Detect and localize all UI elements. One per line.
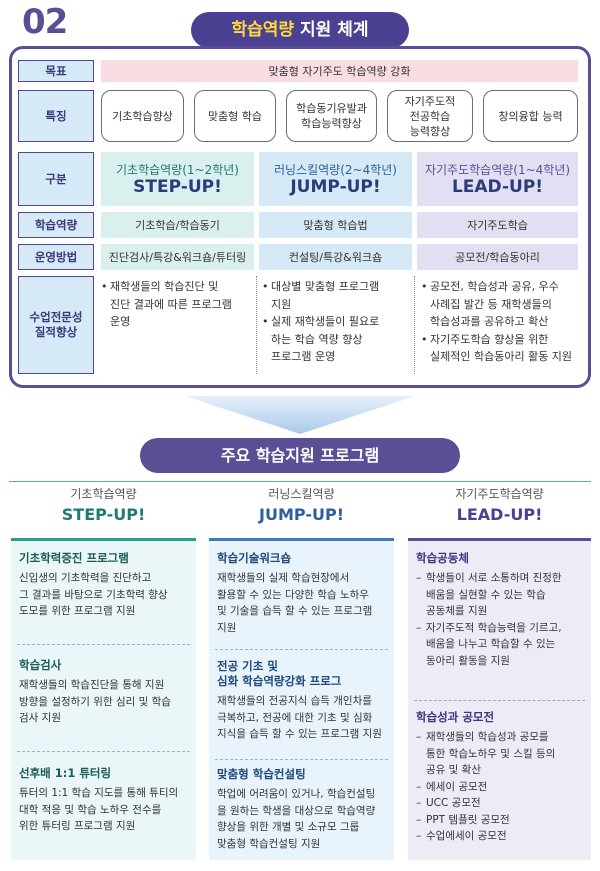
feature-item: 자기주도적 전공학습 능력향상 — [387, 90, 473, 142]
program-desc: 재학생들의 학습진단을 통해 지원 방향을 설정하기 위한 심리 및 학습 검사… — [19, 679, 171, 724]
program-item: 수업에세이 공모전 — [416, 828, 583, 845]
quality-item: 대상별 맞춤형 프로그램 지원 — [262, 278, 412, 313]
program-head-sub: 러닝스킬역량 — [268, 487, 335, 501]
competency-label: 학습역량 — [18, 212, 94, 238]
program-title: 학습검사 — [19, 658, 62, 672]
program-title: 전공 기초 및 심화 학습역량강화 프로그 — [217, 659, 342, 688]
program-head-sub: 자기주도학습역량 — [455, 487, 544, 501]
program-column-jump-up: 학습기술워크숍 재학생들의 실제 학습현장에서 활용할 수 있는 다양한 학습 … — [209, 538, 394, 860]
feature-item: 창의융합 능력 — [483, 90, 578, 142]
program-head-lead-up: 자기주도학습역량 LEAD-UP! — [408, 485, 591, 524]
program-column-lead-up: 학습공동체 학생들이 서로 소통하며 진정한 배움을 실현할 수 있는 학습 공… — [408, 538, 591, 860]
divider — [17, 644, 190, 645]
program-section: 맞춤형 학습컨설팅 학업에 어려움이 있거나, 학습컨설팅 을 원하는 학생을 … — [217, 767, 386, 852]
program-desc: 튜터의 1:1 학습 지도를 통해 튜티의 대학 적응 및 학습 노하우 전수를… — [19, 787, 179, 832]
program-head-main: JUMP-UP! — [259, 505, 344, 524]
down-arrow-icon — [185, 396, 415, 434]
title-highlight: 학습역량 — [231, 20, 295, 40]
quality-item: 공모전, 학습성과 공유, 우수 사례집 발간 등 재학생들의 학습성과를 공유… — [421, 278, 581, 331]
category-label: 구분 — [18, 152, 94, 206]
category-sub: 자기주도학습역량(1~4학년) — [424, 163, 571, 177]
quality-item: 실제 재학생들이 필요로 하는 학습 역량 향상 프로그램 운영 — [262, 313, 412, 366]
quality-label: 수업전문성 질적향상 — [18, 276, 94, 374]
method-label: 운영방법 — [18, 244, 94, 270]
quality-item: 자기주도학습 향상을 위한 실제적인 학습동아리 활동 지원 — [421, 331, 581, 366]
category-sub: 기초학습역량(1~2학년) — [115, 163, 239, 177]
divider — [414, 700, 585, 701]
section-number: 02 — [22, 2, 68, 42]
method-item: 공모전/학습동아리 — [417, 244, 578, 270]
feature-label: 특징 — [18, 90, 94, 142]
quality-list-2: 대상별 맞춤형 프로그램 지원 실제 재학생들이 필요로 하는 학습 역량 향상… — [262, 278, 412, 366]
program-title: 학습공동체 — [416, 551, 469, 565]
program-section: 선후배 1:1 튜터링 튜터의 1:1 학습 지도를 통해 튜티의 대학 적응 … — [19, 766, 188, 835]
divider — [256, 276, 257, 374]
program-section: 학습성과 공모전 재학생들의 학습성과 공모를 통한 학습노하우 및 스킬 등의… — [416, 710, 583, 845]
category-step-up: 기초학습역량(1~2학년) STEP-UP! — [101, 152, 254, 206]
category-sub: 러닝스킬역량(2~4학년) — [273, 163, 397, 177]
category-main: STEP-UP! — [133, 177, 222, 197]
method-item: 컨설팅/특강&워크숍 — [259, 244, 412, 270]
divider — [215, 759, 388, 760]
quality-list-3: 공모전, 학습성과 공유, 우수 사례집 발간 등 재학생들의 학습성과를 공유… — [421, 278, 581, 366]
program-head-jump-up: 러닝스킬역량 JUMP-UP! — [209, 485, 394, 524]
program-title: 선후배 1:1 튜터링 — [19, 766, 112, 780]
program-head-main: STEP-UP! — [61, 505, 146, 524]
category-jump-up: 러닝스킬역량(2~4학년) JUMP-UP! — [259, 152, 412, 206]
program-item: 재학생들의 학습성과 공모를 통한 학습노하우 및 스킬 등의 공유 및 확산 — [416, 729, 583, 779]
category-main: JUMP-UP! — [290, 177, 381, 197]
program-item: PPT 템플릿 공모전 — [416, 812, 583, 829]
programs-title: 주요 학습지원 프로그램 — [140, 438, 460, 473]
divider — [414, 276, 415, 374]
program-title: 학습성과 공모전 — [416, 710, 495, 724]
program-section: 학습검사 재학생들의 학습진단을 통해 지원 방향을 설정하기 위한 심리 및 … — [19, 658, 188, 727]
program-section: 기초학력증진 프로그램 신입생의 기초학력을 진단하고 그 결과를 바탕으로 기… — [19, 551, 188, 620]
goal-label: 목표 — [18, 60, 94, 82]
feature-item: 맞춤형 학습 — [194, 90, 276, 142]
program-head-step-up: 기초학습역량 STEP-UP! — [11, 485, 196, 524]
title-rest: 지원 체계 — [294, 20, 369, 40]
program-head-main: LEAD-UP! — [456, 505, 543, 524]
competency-item: 맞춤형 학습법 — [259, 212, 412, 238]
program-desc: 학업에 어려움이 있거나, 학습컨설팅 을 원하는 학생을 대상으로 학습역량 … — [217, 788, 376, 850]
category-lead-up: 자기주도학습역량(1~4학년) LEAD-UP! — [417, 152, 578, 206]
program-column-step-up: 기초학력증진 프로그램 신입생의 기초학력을 진단하고 그 결과를 바탕으로 기… — [11, 538, 196, 860]
program-item: 자기주도적 학습능력을 기르고, 배움을 나누고 학습할 수 있는 동아리 활동… — [416, 620, 583, 670]
program-section: 학습기술워크숍 재학생들의 실제 학습현장에서 활용할 수 있는 다양한 학습 … — [217, 551, 386, 636]
program-desc: 신입생의 기초학력을 진단하고 그 결과를 바탕으로 기초학력 향상 도모를 위… — [19, 572, 168, 617]
program-item: UCC 공모전 — [416, 795, 583, 812]
page-title: 학습역량 지원 체계 — [191, 12, 409, 48]
program-section: 전공 기초 및 심화 학습역량강화 프로그 재학생들의 전공지식 습득 개인차를… — [217, 659, 386, 743]
program-section: 학습공동체 학생들이 서로 소통하며 진정한 배움을 실현할 수 있는 학습 공… — [416, 551, 583, 669]
program-title: 맞춤형 학습컨설팅 — [217, 767, 306, 781]
quality-item: 재학생들의 학습진단 및 진단 결과에 따른 프로그램 운영 — [101, 278, 251, 331]
divider — [17, 751, 190, 752]
program-item: 학생들이 서로 소통하며 진정한 배움을 실현할 수 있는 학습 공동체를 지원 — [416, 570, 583, 620]
program-title: 기초학력증진 프로그램 — [19, 551, 129, 565]
divider — [215, 649, 388, 650]
goal-text: 맞춤형 자기주도 학습역량 강화 — [101, 60, 578, 82]
program-head-sub: 기초학습역량 — [70, 487, 137, 501]
program-desc: 재학생들의 실제 학습현장에서 활용할 수 있는 다양한 학습 노하우 및 기술… — [217, 572, 373, 634]
method-item: 진단검사/특강&워크숍/튜터링 — [101, 244, 254, 270]
feature-item: 학습동기유발과 학습능력향상 — [286, 90, 377, 142]
competency-item: 자기주도학습 — [417, 212, 578, 238]
program-desc: 재학생들의 전공지식 습득 개인차를 극복하고, 전공에 대한 기초 및 심화 … — [217, 695, 382, 740]
divider — [9, 481, 591, 482]
category-main: LEAD-UP! — [451, 177, 544, 197]
program-item: 에세이 공모전 — [416, 779, 583, 796]
program-title: 학습기술워크숍 — [217, 551, 292, 565]
quality-list-1: 재학생들의 학습진단 및 진단 결과에 따른 프로그램 운영 — [101, 278, 251, 331]
feature-item: 기초학습향상 — [101, 90, 184, 142]
competency-item: 기초학습/학습동기 — [101, 212, 254, 238]
